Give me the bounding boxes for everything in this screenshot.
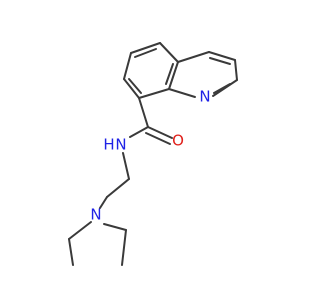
amide-hydrogen-label: H bbox=[103, 136, 114, 154]
bond-double bbox=[128, 78, 142, 94]
bond bbox=[68, 221, 92, 240]
bond bbox=[159, 42, 179, 63]
bond bbox=[123, 52, 132, 80]
structure-diagram: N O N H N bbox=[68, 42, 238, 266]
amide-nitrogen-label: N bbox=[115, 136, 126, 154]
bonds bbox=[68, 42, 238, 266]
bond-double bbox=[165, 63, 174, 85]
bond bbox=[99, 196, 108, 209]
bond bbox=[212, 79, 238, 97]
amine-nitrogen-label: N bbox=[90, 206, 101, 224]
bond bbox=[106, 178, 130, 198]
bond-double bbox=[213, 83, 231, 94]
bond bbox=[123, 78, 140, 99]
bond bbox=[138, 88, 170, 99]
bond bbox=[130, 42, 161, 54]
bond bbox=[147, 126, 173, 139]
molecule-drawing: N O N H N bbox=[68, 42, 238, 266]
atom-labels: N O N H N bbox=[90, 88, 210, 224]
bond bbox=[121, 229, 127, 266]
bond-double bbox=[145, 132, 171, 145]
bond bbox=[177, 51, 210, 63]
bond bbox=[122, 152, 130, 180]
bond bbox=[168, 61, 179, 90]
bond bbox=[234, 59, 238, 81]
bond-double bbox=[134, 48, 157, 58]
carbonyl-oxygen-label: O bbox=[172, 132, 184, 150]
bond bbox=[103, 223, 127, 231]
bond bbox=[129, 126, 149, 138]
bond bbox=[168, 88, 196, 98]
bond bbox=[68, 238, 74, 266]
bond bbox=[208, 51, 236, 61]
bond-double bbox=[209, 57, 231, 65]
bond bbox=[138, 97, 149, 128]
quinoline-nitrogen-label: N bbox=[199, 88, 210, 106]
